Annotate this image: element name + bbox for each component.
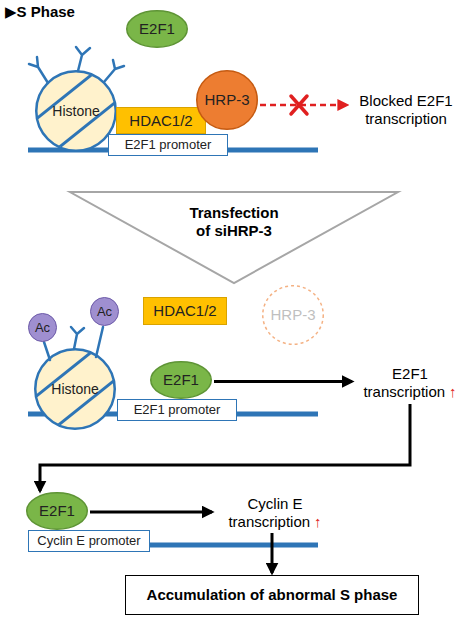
protein-ellipse: E2F1 — [26, 492, 88, 530]
text-group: Cyclin E promoter — [37, 533, 140, 549]
step-triangle-shape — [70, 192, 398, 283]
result-box: Accumulation of abnormal S phase — [125, 575, 419, 615]
text-group: Transfection of siHRP-3 — [182, 204, 286, 240]
flow-arrow — [271, 533, 274, 573]
protein-ellipse-shape — [127, 11, 188, 48]
diagram-title: ▶S Phase — [5, 3, 75, 21]
acetyl-circle-shape — [29, 314, 57, 342]
step-triangle: Transfection of siHRP-3 — [68, 190, 400, 285]
protein-ellipse: E2F1 — [126, 10, 188, 48]
text-group: E2F1 promoter — [125, 137, 212, 153]
text-group: E2F1 — [39, 502, 75, 520]
blocked-arrow — [260, 104, 347, 107]
knockdown-circle: HRP-3 — [262, 285, 324, 345]
histone-circle: Histone — [34, 348, 116, 430]
outcome-text: Blocked E2F1 transcription — [350, 92, 462, 128]
node-label: Blocked E2F1 transcription — [350, 92, 462, 128]
text-group: Ac — [97, 304, 112, 320]
promoter-box: E2F1 promoter — [117, 399, 237, 421]
node-label: Ac — [97, 304, 112, 320]
node-label: E2F1 — [39, 502, 75, 520]
text-group: E2F1 — [139, 20, 175, 38]
text-group: HDAC1/2 — [153, 302, 216, 320]
block-cross — [291, 96, 307, 114]
histone-tail — [29, 47, 124, 83]
text-group: E2F1 promoter — [134, 402, 221, 418]
node-label: E2F1 — [139, 20, 175, 38]
node-label: E2F1 promoter — [134, 402, 221, 418]
outcome-text: Cyclin E transcription↑ — [215, 495, 335, 531]
node-label: E2F1 transcription — [363, 365, 445, 400]
node-label: HDAC1/2 — [129, 112, 192, 130]
text-group: E2F1 — [163, 371, 199, 389]
text-group: E2F1 transcription↑ — [355, 365, 465, 401]
increase-arrow: ↑ — [314, 513, 322, 530]
protein-ellipse: E2F1 — [150, 361, 212, 399]
acetyl-circle: Ac — [90, 297, 119, 326]
histone-fill — [36, 71, 116, 151]
flow-arrow — [90, 511, 212, 514]
text-group: Histone — [51, 381, 98, 398]
histone-circle-shape — [35, 349, 115, 429]
node-label: Histone — [52, 103, 99, 120]
outcome-text: E2F1 transcription↑ — [355, 365, 465, 401]
text-group: HDAC1/2 — [129, 112, 192, 130]
text-group: Ac — [35, 320, 50, 336]
text-group: Blocked E2F1 transcription — [350, 92, 462, 128]
node-label: HDAC1/2 — [153, 302, 216, 320]
text-group: Cyclin E transcription↑ — [215, 495, 335, 531]
promoter-box: Cyclin E promoter — [28, 530, 150, 552]
protein-circle: HRP-3 — [196, 70, 258, 130]
text-group: HRP-3 — [270, 306, 315, 324]
increase-arrow: ↑ — [449, 383, 457, 400]
node-label: HRP-3 — [270, 306, 315, 324]
histone-band — [20, 321, 130, 456]
protein-ellipse-shape — [27, 493, 88, 530]
protein-circle-shape — [197, 71, 258, 130]
histone-circle: Histone — [35, 70, 117, 152]
node-label: E2F1 — [163, 371, 199, 389]
promoter-box: E2F1 promoter — [108, 134, 228, 156]
protein-ellipse-shape — [151, 362, 212, 399]
histone-band — [20, 44, 130, 179]
node-label: Accumulation of abnormal S phase — [147, 586, 398, 604]
node-label: Transfection of siHRP-3 — [182, 204, 286, 240]
node-label: Ac — [35, 320, 50, 336]
node-label: Cyclin E transcription — [228, 495, 310, 530]
node-label: HRP-3 — [204, 91, 249, 109]
knockdown-circle-shape — [263, 286, 324, 345]
flow-arrow — [214, 380, 352, 383]
enzyme-box: HDAC1/2 — [116, 107, 206, 134]
text-group: HRP-3 — [204, 91, 249, 109]
text-group: Accumulation of abnormal S phase — [147, 586, 398, 604]
acetyl-circle-shape — [91, 298, 119, 326]
histone-circle-shape — [36, 71, 116, 151]
text-group: Histone — [52, 103, 99, 120]
histone-fill — [35, 349, 115, 429]
acetyl-circle: Ac — [28, 313, 57, 342]
node-label: Cyclin E promoter — [37, 533, 140, 549]
node-label: Histone — [51, 381, 98, 398]
enzyme-box: HDAC1/2 — [143, 297, 227, 325]
node-label: E2F1 promoter — [125, 137, 212, 153]
